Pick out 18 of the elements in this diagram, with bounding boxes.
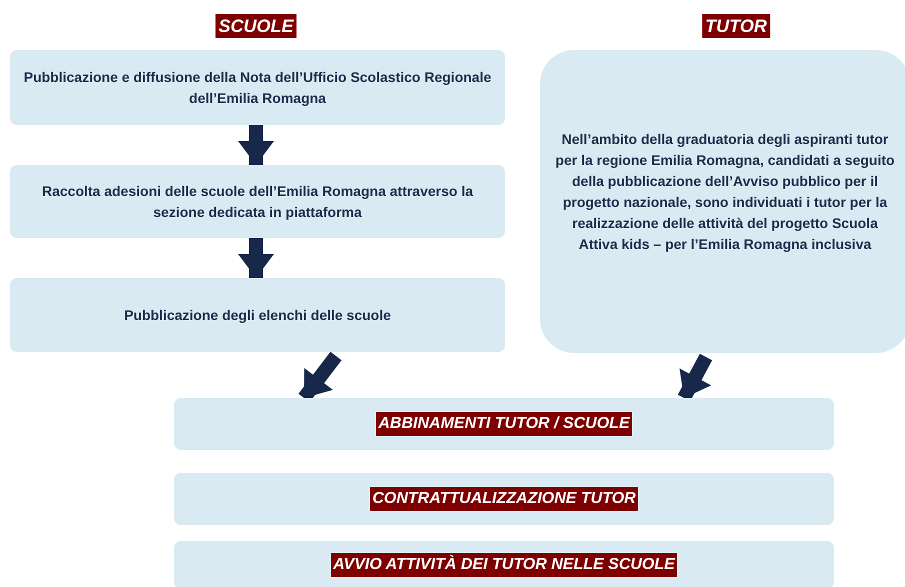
stage-title: CONTRATTUALIZZAZIONE TUTOR (370, 487, 638, 511)
process-box (10, 50, 505, 125)
stage-title: ABBINAMENTI TUTOR / SCUOLE (376, 412, 632, 436)
process-box (10, 165, 505, 238)
process-box (10, 278, 505, 352)
stage-box (174, 398, 834, 450)
step-text: Raccolta adesioni delle scuole dell’Emilia Romagna attraverso la sezione dedicata in piattaforma (40, 182, 474, 222)
step-text: Pubblicazione e diffusione della Nota dell’Ufficio Scolastico Regionale dell’Emilia Romagna (22, 68, 492, 108)
process-box (540, 50, 905, 353)
stage-box (174, 473, 834, 525)
block-arrow (238, 238, 274, 278)
block-arrow (238, 125, 274, 165)
step-text: Pubblicazione degli elenchi delle scuole (124, 306, 391, 325)
column-heading: SCUOLE (216, 14, 296, 38)
column-heading: TUTOR (702, 14, 770, 38)
stage-title: AVVIO ATTIVITÀ DEI TUTOR NELLE SCUOLE (331, 553, 677, 577)
stage-box (174, 541, 834, 587)
step-text: Nell’ambito della graduatoria degli aspiranti tutor per la regione Emilia Romagna, candidati a seguito della pubblicazione dell’Avviso pubblico per il progetto nazionale, sono individuati i tutor per la realizzazione delle attività del progetto Scuola Attiva kids – per l’Emilia Romagna inclusiva (554, 130, 896, 254)
